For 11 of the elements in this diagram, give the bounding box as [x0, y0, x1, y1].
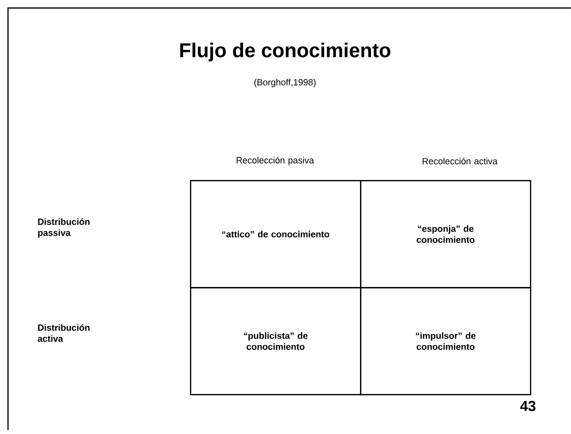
matrix-cell: “publicista” de conocimiento — [190, 287, 362, 396]
row-header: Distribución passiva — [38, 218, 90, 238]
matrix-cell: “attico” de conocimiento — [190, 180, 362, 288]
column-header: Recolección activa — [422, 158, 498, 164]
column-header: Recolección pasiva — [236, 156, 314, 166]
row-header: Distribución activa — [38, 324, 90, 342]
title: Flujo de conocimiento — [180, 42, 390, 62]
citation: (Borghoff,1998) — [254, 78, 316, 88]
matrix-cell: “impulsor” de conocimiento — [360, 287, 532, 396]
matrix-cell: “esponja” de conocimiento — [360, 180, 532, 288]
page-number: 43 — [520, 400, 536, 412]
